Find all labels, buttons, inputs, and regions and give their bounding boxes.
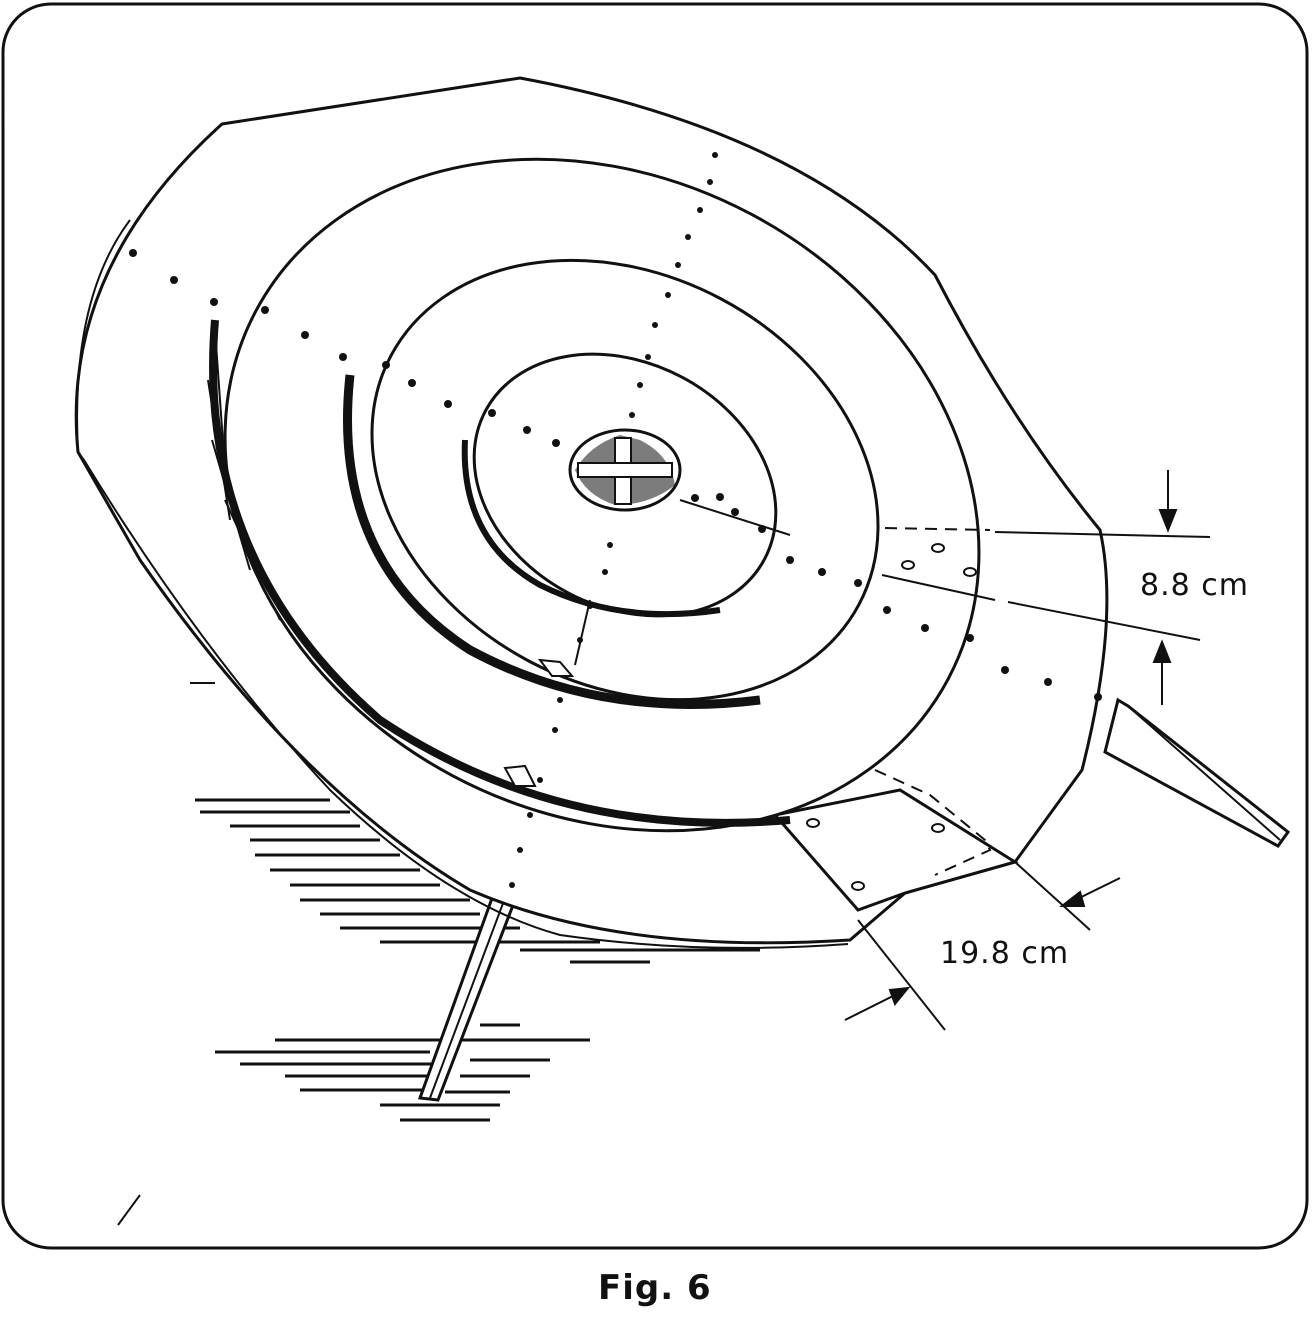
rivet-dots [129,152,1102,888]
dashed-guide-lines [884,527,991,531]
ring-large-thickness [209,319,791,827]
extension-tab-dashed [874,769,992,876]
figure-frame [1,2,1309,1250]
ring-middle-thickness [343,374,761,709]
figure-caption: Fig. 6 [598,1268,712,1308]
center-hub [568,428,682,512]
outer-plate-left-rim [76,219,131,453]
dimension-height [994,470,1211,705]
height-dimension-label: 8.8 cm [1140,568,1249,603]
bolt-holes [806,543,977,891]
seam-lines [574,499,996,666]
outer-plate-edge [77,451,849,949]
extension-tab [772,788,1019,912]
ring-inner-thickness [461,439,721,618]
back-leg [1103,697,1291,848]
stray-marks [117,682,215,1226]
width-dimension-label: 19.8 cm [940,936,1070,971]
ring-brackets [503,658,575,787]
front-leg [417,887,517,1102]
dimension-width [844,861,1121,1031]
